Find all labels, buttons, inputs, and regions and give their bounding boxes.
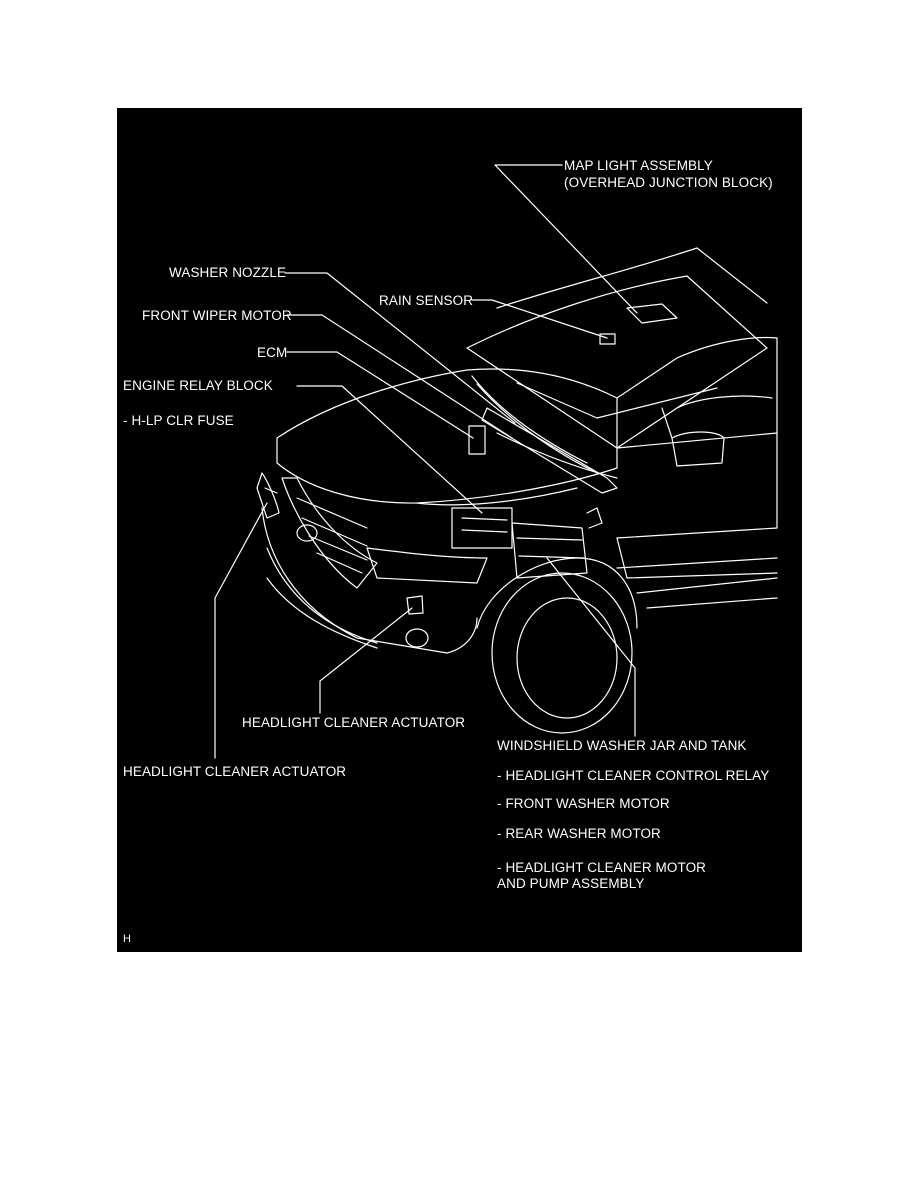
engine-relay-block-label: ENGINE RELAY BLOCK (123, 378, 273, 393)
leader-washer-nozzle (284, 272, 516, 424)
emblem (296, 524, 318, 542)
vehicle-line-drawing (214, 164, 778, 759)
washer-nozzle-label: WASHER NOZZLE (169, 265, 287, 280)
leader-relay-block (296, 385, 483, 514)
leader-front-wiper (286, 314, 513, 439)
wheel-arch (476, 557, 638, 629)
headlamp-left (256, 472, 280, 519)
rear-washer-motor-label: - REAR WASHER MOTOR (497, 826, 661, 841)
leader-map-light (494, 164, 638, 314)
map-light-label: MAP LIGHT ASSEMBLY (564, 158, 713, 173)
side-mirror (671, 431, 725, 467)
diagram-panel: MAP LIGHT ASSEMBLY (OVERHEAD JUNCTION BL… (117, 108, 802, 952)
headlight-cleaner-control-relay-label: - HEADLIGHT CLEANER CONTROL RELAY (497, 768, 770, 783)
grille-outer (281, 477, 378, 589)
relay-block-shape (451, 507, 513, 549)
corner-code-label: H (123, 933, 132, 945)
rain-sensor-label: RAIN SENSOR (379, 293, 474, 308)
front-tire (491, 572, 633, 734)
headlight-cleaner-motor-label: - HEADLIGHT CLEANER MOTOR (497, 860, 707, 875)
headlamp-right (366, 547, 488, 584)
leader-rain-sensor (471, 299, 608, 339)
washer-jar-tank-label: WINDSHIELD WASHER JAR AND TANK (497, 738, 747, 753)
washer-tank-shape (511, 522, 588, 579)
leader-actuator-left (214, 502, 268, 759)
front-bumper (261, 507, 478, 654)
map-light-sub-label: (OVERHEAD JUNCTION BLOCK) (564, 175, 773, 190)
roof-outline (496, 247, 768, 309)
leader-washer-tank (546, 557, 636, 737)
map-light-shape (626, 303, 678, 324)
hood-outline (276, 368, 618, 504)
wiper-arm (471, 375, 588, 464)
ecm-label: ECM (257, 345, 288, 360)
pump-assembly-label: AND PUMP ASSEMBLY (497, 876, 645, 891)
front-door (616, 336, 778, 539)
front-washer-motor-label: - FRONT WASHER MOTOR (497, 796, 670, 811)
windshield-frame (466, 275, 768, 449)
ecm-shape (468, 425, 486, 455)
headlight-cleaner-actuator-left-label: HEADLIGHT CLEANER ACTUATOR (123, 764, 347, 779)
leader-ecm (286, 351, 474, 439)
windshield-top (466, 275, 688, 349)
hlp-clr-fuse-label: - H-LP CLR FUSE (123, 413, 234, 428)
leader-actuator-right (319, 607, 413, 714)
fog-lamp (405, 628, 429, 648)
headlight-cleaner-actuator-right-label: HEADLIGHT CLEANER ACTUATOR (242, 715, 466, 730)
front-wiper-motor-label: FRONT WIPER MOTOR (142, 308, 292, 323)
rain-sensor-shape (599, 333, 616, 345)
